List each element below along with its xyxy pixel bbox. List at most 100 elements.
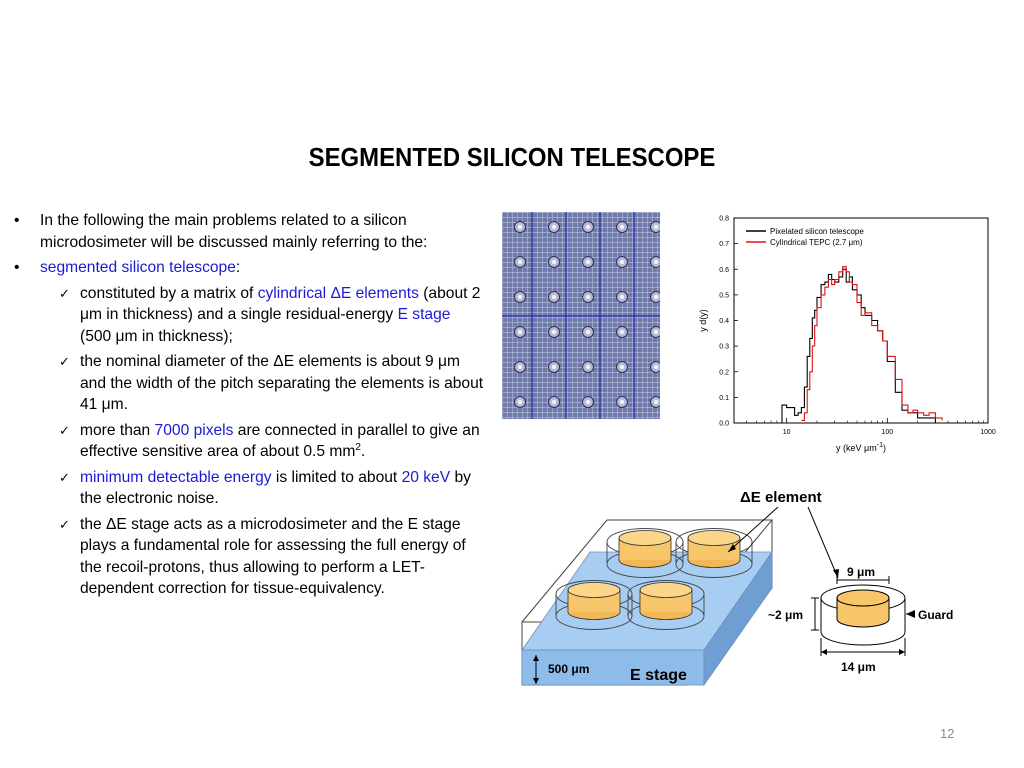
y-tick-label: 0.2 [719, 369, 729, 376]
x-tick-label: 10 [783, 429, 791, 436]
sub-bullet-item: ✓ the ΔE stage acts as a microdosimeter … [14, 514, 484, 600]
sub-bullet-highlight: 7000 pixels [154, 421, 234, 439]
y-axis-label: y d(y) [698, 309, 708, 332]
sub-bullet-text: more than [80, 421, 155, 439]
pixel-core [551, 399, 557, 405]
sub-bullet-highlight: E stage [397, 306, 451, 323]
slab-side [703, 550, 773, 687]
guard-label: Guard [918, 608, 953, 622]
sub-bullet-text: are connected in parallel to give an eff… [80, 421, 480, 461]
sub-bullet-text: by the electronic noise. [80, 468, 471, 508]
superscript: 2 [355, 441, 361, 453]
series-line-1 [776, 268, 943, 424]
check-icon: ✓ [59, 285, 70, 301]
y-tick-label: 0.8 [719, 216, 729, 223]
sub-bullet-text: . [360, 443, 366, 460]
check-icon: ✓ [59, 422, 70, 438]
pixel-core [653, 364, 659, 370]
pixel-core [619, 364, 625, 370]
arrow-head [728, 544, 736, 552]
pointer-line [727, 506, 779, 553]
pixel-core [585, 294, 591, 300]
element-top [836, 589, 890, 607]
guard-wall [555, 594, 633, 616]
pixel-core [653, 224, 659, 230]
y-tick-label: 0.1 [719, 395, 729, 402]
x-axis-label-sup: -1 [877, 442, 883, 449]
cylinder-top [618, 530, 672, 546]
cylinder-top [639, 582, 693, 598]
cylinder-top [567, 582, 621, 598]
legend-label: Cylindrical TEPC (2.7 μm) [770, 238, 863, 247]
sub-bullet-highlight: cylindrical ΔE elements [257, 284, 419, 302]
pixel-core [619, 224, 625, 230]
pixel-core [551, 224, 557, 230]
slide-title: SEGMENTED SILICON TELESCOPE [308, 142, 716, 172]
pixel-core [619, 399, 625, 405]
pointer-line [807, 506, 839, 579]
check-icon: ✓ [59, 516, 70, 532]
sub-bullet-text: is limited to about [271, 468, 402, 486]
bullet-text: In the following the main problems relat… [40, 212, 428, 251]
sub-bullet-text: constituted by a matrix of [80, 284, 258, 302]
pixel-core [517, 259, 523, 265]
pixel-core [619, 259, 625, 265]
bullet-dot: • [14, 259, 20, 276]
pixel-core [517, 329, 523, 335]
y-tick-label: 0.0 [719, 421, 729, 428]
bullet-item: • In the following the main problems rel… [14, 210, 484, 253]
guard-wall [606, 542, 684, 564]
detector-diagram: 500 μm E stage ΔE element 9 μm ~2 μm Gua… [521, 489, 953, 687]
y-tick-label: 0.4 [719, 318, 729, 325]
pixel-core [517, 224, 523, 230]
sub-bullet-highlight: minimum detectable energy [80, 468, 272, 486]
y-tick-label: 0.6 [719, 267, 729, 274]
y-tick-label: 0.5 [719, 292, 729, 299]
y-tick-label: 0.3 [719, 344, 729, 351]
arrow-head [899, 649, 905, 655]
delta-e-cylinder [555, 580, 633, 630]
legend-label: Pixelated silicon telescope [770, 227, 864, 236]
bullet-list: • In the following the main problems rel… [14, 210, 484, 604]
x-axis-label-end: ) [883, 443, 886, 453]
pixel-core [653, 294, 659, 300]
arrow-head [533, 655, 539, 661]
pixel-core [551, 294, 557, 300]
page-number: 12 [940, 726, 955, 741]
pixel-core [653, 399, 659, 405]
sub-bullet-text: (about 2 μm in thickness) and a single r… [80, 284, 481, 324]
y-tick-label: 0.7 [719, 241, 729, 248]
micrograph-image [502, 212, 660, 419]
check-icon: ✓ [59, 469, 70, 485]
pixel-core [517, 399, 523, 405]
sub-bullet-text: the nominal diameter of the ΔE elements … [80, 353, 484, 413]
dim-2-label: ~2 μm [768, 608, 803, 622]
cylinder-top [687, 530, 741, 546]
dim-14-label: 14 μm [841, 660, 876, 674]
arrow-head [533, 678, 539, 684]
sub-bullet-item: ✓ the nominal diameter of the ΔE element… [14, 351, 484, 416]
series-line-2 [801, 266, 943, 421]
bullet-dot: • [14, 212, 20, 229]
pixel-core [585, 259, 591, 265]
sub-bullet-item: ✓ minimum detectable energy is limited t… [14, 467, 484, 510]
sub-bullet-highlight: 20 keV [401, 468, 451, 486]
arrow-head [906, 610, 915, 618]
pixel-core [551, 329, 557, 335]
guard-wall [627, 594, 705, 616]
x-tick-label: 1000 [980, 429, 996, 436]
pixel-core [585, 224, 591, 230]
check-icon: ✓ [59, 354, 70, 369]
pixel-core [619, 329, 625, 335]
sub-bullet-text: (500 μm in thickness); [80, 327, 233, 345]
bullet-text-highlight: segmented silicon telescope [40, 259, 236, 276]
delta-e-cylinder [627, 580, 705, 630]
pixel-core [517, 294, 523, 300]
dim-9-label: 9 μm [847, 565, 875, 579]
pixel-core [653, 259, 659, 265]
x-axis-label: y (keV μm-1) [836, 442, 886, 453]
sub-bullet-item: ✓ more than 7000 pixels are connected in… [14, 420, 484, 463]
pixel-core [517, 364, 523, 370]
pixel-core [585, 364, 591, 370]
